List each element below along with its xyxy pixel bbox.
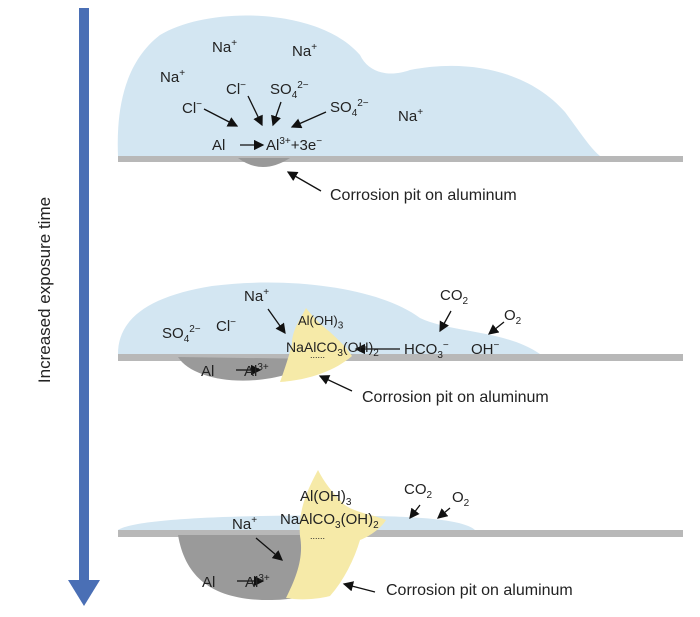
oxygen-label: O2 — [504, 307, 522, 327]
panel-1-graphics — [117, 15, 683, 192]
sodium-ion-label: Na+ — [160, 68, 186, 86]
aluminum-surface-1 — [118, 156, 683, 162]
reaction-reactant-label: Al — [202, 574, 216, 591]
corrosion-pit-1 — [238, 158, 290, 167]
chloride-ion-label: Cl− — [216, 317, 237, 335]
aluminum-hydroxide-label: Al(OH)3 — [298, 313, 344, 332]
sulfate-ion-label: SO42− — [330, 98, 369, 119]
bicarbonate-ion-label: HCO3− — [404, 340, 449, 361]
carbon-dioxide-label: CO2 — [440, 287, 469, 307]
pit-caption: Corrosion pit on aluminum — [386, 582, 573, 599]
aluminum-hydroxide-label: Al(OH)3 — [300, 488, 352, 508]
hydroxide-ion-label: OH− — [471, 340, 500, 358]
reaction-reactant-label: Al — [201, 363, 215, 380]
reaction-reactant-label: Al — [212, 137, 226, 154]
panel-2-graphics — [118, 282, 683, 392]
electrolyte-droplet-1 — [117, 15, 600, 156]
sodium-ion-label: Na+ — [398, 107, 424, 125]
sulfate-ion-label: SO42− — [162, 324, 201, 345]
corrosion-pit-2 — [178, 357, 322, 381]
time-axis-arrow — [68, 8, 100, 606]
aluminum-surface-2 — [118, 354, 683, 361]
sodium-ion-label: Na+ — [244, 287, 270, 305]
dawsonite-label: NaAlCO3(OH)2 — [280, 511, 379, 531]
sodium-ion-label: Na+ — [292, 42, 318, 60]
reaction-product-label: Al3+ — [245, 573, 270, 591]
aluminum-surface-3 — [118, 530, 683, 537]
corrosion-product-2 — [280, 308, 352, 382]
sodium-ion-label: Na+ — [232, 515, 258, 533]
carbon-dioxide-label: CO2 — [404, 481, 433, 501]
dawsonite-label: NaAlCO3(OH)2 — [286, 339, 379, 359]
chloride-ion-label: Cl− — [182, 99, 203, 117]
panel-3-graphics — [118, 470, 683, 601]
corrosion-product-3 — [286, 470, 386, 600]
reaction-product-label: Al3++3e− — [266, 136, 323, 154]
oxygen-label: O2 — [452, 489, 470, 509]
sulfate-ion-label: SO42− — [270, 80, 309, 101]
product-dots: ...... — [310, 531, 326, 541]
reaction-product-label: Al3+ — [244, 362, 269, 380]
product-dots: ...... — [310, 350, 326, 360]
time-axis-label: Increased exposure time — [35, 196, 54, 384]
chloride-ion-label: Cl− — [226, 80, 247, 98]
sodium-ion-label: Na+ — [212, 38, 238, 56]
pit-caption: Corrosion pit on aluminum — [330, 187, 517, 204]
electrolyte-film-3 — [118, 515, 475, 530]
pit-caption: Corrosion pit on aluminum — [362, 389, 549, 406]
electrolyte-droplet-2 — [118, 282, 540, 354]
